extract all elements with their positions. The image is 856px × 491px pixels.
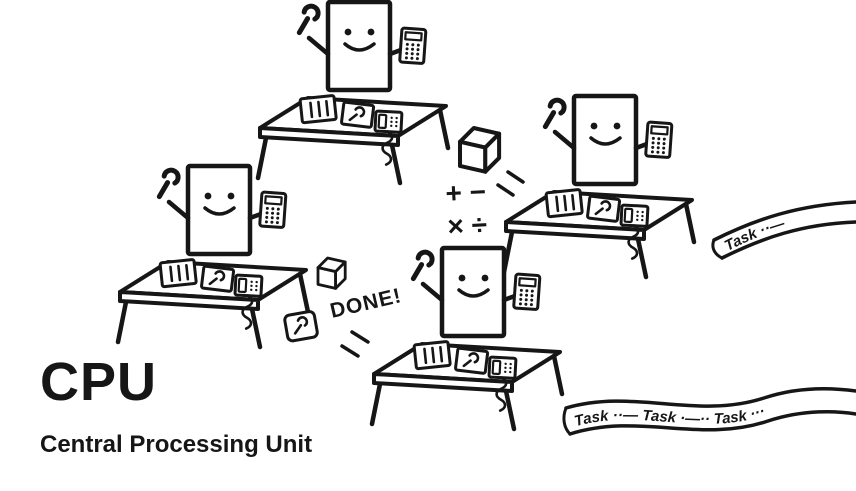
cpu-title: CPU <box>40 352 157 412</box>
task-cube <box>460 128 499 172</box>
cpu-subtitle: Central Processing Unit <box>40 431 312 458</box>
motion-dashes-done <box>340 330 370 358</box>
math-ops-line1: + − <box>445 176 487 209</box>
wrench-tag <box>283 310 319 343</box>
math-ops-line2: × ÷ <box>447 209 488 242</box>
motion-dashes-cube <box>496 170 525 197</box>
mini-task-cube <box>316 256 347 290</box>
